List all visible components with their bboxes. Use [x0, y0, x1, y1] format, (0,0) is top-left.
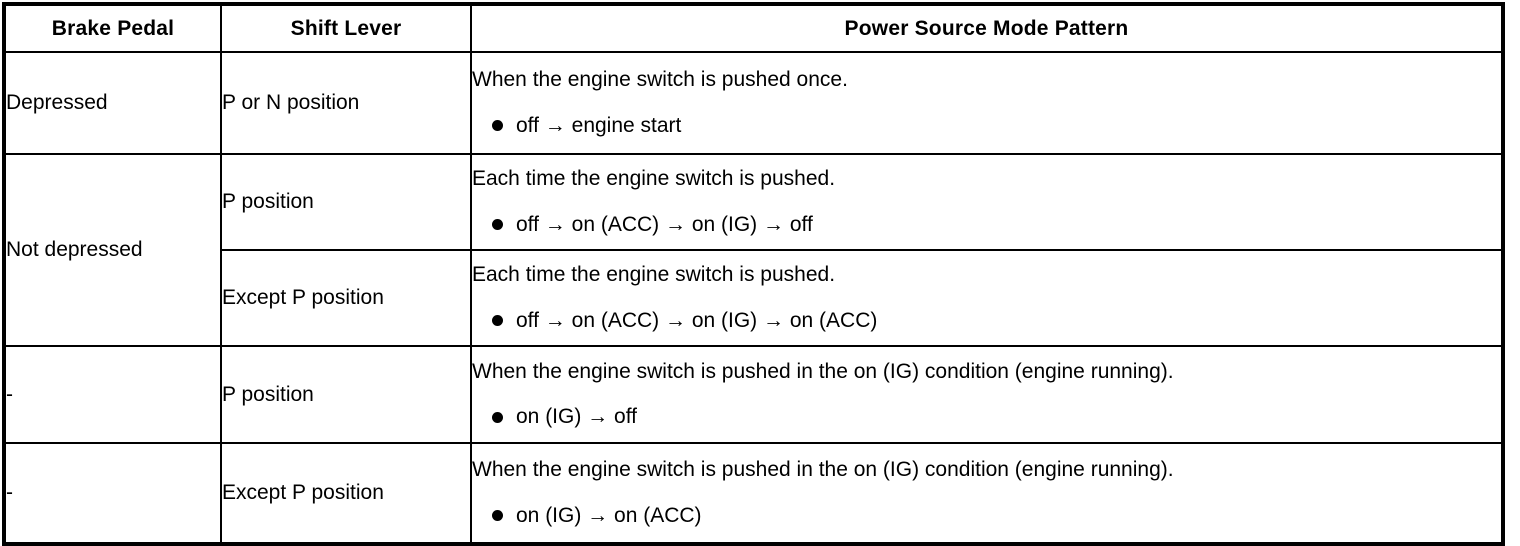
power-mode-block: When the engine switch is pushed in the … [472, 452, 1501, 533]
cell-shift-lever: Except P position [220, 249, 472, 347]
power-bullet-text: off → on (ACC) → on (IG) → off [516, 212, 813, 236]
power-bullet-item: off → on (ACC) → on (IG) → on (ACC) [472, 309, 1501, 333]
power-bullet-text: on (IG) → off [516, 405, 637, 428]
table-header-row: Brake Pedal Shift Lever Power Source Mod… [3, 3, 1504, 53]
filled-circle-bullet-icon [492, 219, 503, 231]
power-bullet-item: off → on (ACC) → on (IG) → off [472, 213, 1501, 237]
header-shift-lever: Shift Lever [220, 3, 472, 53]
power-mode-block: Each time the engine switch is pushed. o… [472, 161, 1501, 242]
power-lead-text: When the engine switch is pushed in the … [472, 359, 1174, 383]
table-row: - Except P position When the engine swit… [3, 442, 1504, 545]
cell-brake-pedal: - [3, 442, 222, 545]
cell-brake-pedal: Depressed [3, 51, 222, 155]
cell-shift-lever: P or N position [220, 51, 472, 155]
header-brake-pedal: Brake Pedal [3, 3, 222, 53]
filled-circle-bullet-icon [492, 510, 503, 522]
table-row: Except P position Each time the engine s… [4, 249, 1504, 347]
cell-power-source-mode: Each time the engine switch is pushed. o… [470, 249, 1504, 347]
power-bullet-item: on (IG) → on (ACC) [472, 504, 1501, 528]
power-bullet-item: on (IG) → off [472, 405, 1501, 429]
power-bullet-text: off → engine start [516, 113, 682, 137]
power-mode-block: Each time the engine switch is pushed. o… [472, 257, 1501, 338]
power-lead-text: When the engine switch is pushed once. [472, 68, 848, 92]
cell-power-source-mode: When the engine switch is pushed in the … [470, 442, 1504, 545]
power-bullet-text: off → on (ACC) → on (IG) → on (ACC) [516, 308, 878, 332]
header-power-source-mode-pattern: Power Source Mode Pattern [470, 3, 1504, 53]
table-row: Not depressed P position Each time the e… [3, 153, 1504, 347]
cell-power-source-mode: Each time the engine switch is pushed. o… [470, 153, 1504, 251]
power-bullet-text: on (IG) → on (ACC) [516, 503, 702, 527]
table-row: Depressed P or N position When the engin… [3, 51, 1504, 155]
power-lead-text: When the engine switch is pushed in the … [472, 458, 1174, 482]
power-bullet-item: off → engine start [472, 114, 1501, 138]
filled-circle-bullet-icon [492, 315, 503, 327]
power-lead-text: Each time the engine switch is pushed. [472, 167, 836, 191]
cell-shift-lever: P position [220, 345, 472, 444]
cell-shift-lever: Except P position [220, 442, 472, 545]
cell-brake-pedal: Not depressed [3, 153, 222, 347]
cell-brake-pedal: - [3, 345, 222, 444]
power-lead-text: Each time the engine switch is pushed. [472, 263, 836, 287]
cell-shift-lever: P position [220, 153, 472, 251]
power-mode-block: When the engine switch is pushed in the … [472, 354, 1501, 435]
cell-power-source-mode: When the engine switch is pushed once. o… [470, 51, 1504, 155]
filled-circle-bullet-icon [492, 411, 503, 423]
cell-power-source-mode: When the engine switch is pushed in the … [470, 345, 1504, 444]
table-row: - P position When the engine switch is p… [3, 345, 1504, 444]
filled-circle-bullet-icon [492, 120, 503, 132]
power-mode-block: When the engine switch is pushed once. o… [472, 62, 1501, 143]
